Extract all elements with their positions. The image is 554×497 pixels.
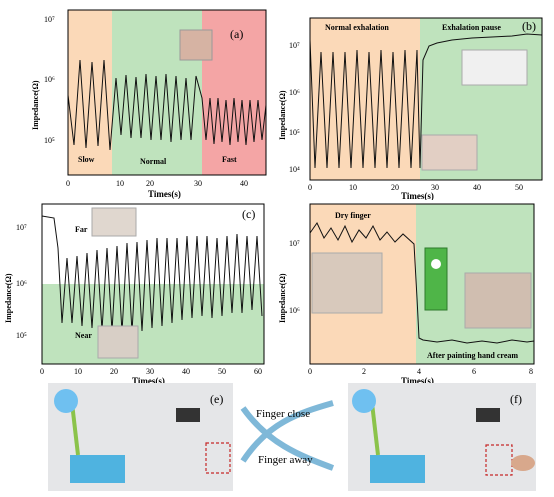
zone-near-label: Near bbox=[75, 331, 92, 340]
ytick: 10⁷ bbox=[289, 41, 300, 50]
ytick: 10⁵ bbox=[289, 128, 300, 137]
zone-normal-exhalation bbox=[310, 18, 420, 180]
arrow-close-label: Finger close bbox=[256, 408, 310, 420]
panel-e-tag: (e) bbox=[210, 392, 223, 406]
xtick: 60 bbox=[254, 367, 262, 376]
panel-c-tag: (c) bbox=[242, 207, 255, 221]
ytick: 10⁶ bbox=[44, 75, 55, 84]
panel-c-ylabel: Impedance(Ω) bbox=[4, 273, 13, 323]
panel-c-xlabel: Times(s) bbox=[132, 376, 165, 386]
xtick: 10 bbox=[349, 183, 357, 192]
inset-photo-mouth-a bbox=[179, 29, 213, 61]
inset-photo-creamed-finger bbox=[464, 272, 532, 329]
trace-c bbox=[41, 215, 263, 333]
xtick: 0 bbox=[66, 179, 70, 188]
ytick: 10⁷ bbox=[16, 223, 27, 232]
xtick: 40 bbox=[182, 367, 190, 376]
panel-a-xlabel: Times(s) bbox=[148, 189, 181, 199]
trace-b bbox=[309, 33, 543, 169]
trace-a bbox=[67, 59, 267, 151]
zone-far bbox=[42, 204, 264, 284]
panel-a-ylabel: Impedance(Ω) bbox=[31, 80, 40, 130]
inset-photo-finger-far bbox=[91, 207, 137, 237]
zone-near bbox=[42, 284, 264, 364]
panel-d-chart: Dry finger After painting hand cream 10⁷… bbox=[278, 203, 535, 386]
panel-f-tag: (f) bbox=[510, 392, 522, 406]
panel-d-ylabel: Impedance(Ω) bbox=[278, 273, 287, 323]
panel-a-chart: (a) Slow Normal Fast 10⁷ 10⁶ 10⁵ 0 10 20… bbox=[31, 9, 267, 199]
panel-a-tag: (a) bbox=[230, 27, 243, 41]
inset-photo-mouth-b1 bbox=[461, 49, 528, 86]
xtick: 20 bbox=[146, 179, 154, 188]
zone-exhalation-pause-label: Exhalation pause bbox=[442, 23, 501, 32]
ytick: 10⁶ bbox=[289, 88, 300, 97]
arrow-close bbox=[240, 400, 334, 463]
panel-b-ylabel: Impedance(Ω) bbox=[278, 90, 287, 140]
zone-normal-exhalation-label: Normal exhalation bbox=[325, 23, 389, 32]
xtick: 50 bbox=[218, 367, 226, 376]
inset-photo-finger-near bbox=[97, 325, 139, 359]
fan-base-e bbox=[70, 455, 125, 483]
ytick: 10⁴ bbox=[289, 165, 300, 174]
zone-fast-label: Fast bbox=[222, 155, 237, 164]
ytick: 10⁵ bbox=[16, 331, 27, 340]
ytick: 10⁷ bbox=[44, 15, 55, 24]
flower-icon bbox=[431, 259, 441, 269]
xtick: 10 bbox=[116, 179, 124, 188]
xtick: 30 bbox=[194, 179, 202, 188]
fan-stick-f bbox=[370, 402, 380, 456]
xtick: 10 bbox=[74, 367, 82, 376]
arrow-away-label: Finger away bbox=[258, 454, 313, 466]
fan-stick-e bbox=[70, 402, 80, 456]
circuit-board-e bbox=[176, 408, 200, 422]
dashed-highlight-e bbox=[205, 442, 231, 474]
trace-d bbox=[309, 222, 535, 344]
ytick: 10⁶ bbox=[16, 279, 27, 288]
xtick: 4 bbox=[417, 367, 421, 376]
xtick: 8 bbox=[529, 367, 533, 376]
xtick: 0 bbox=[308, 367, 312, 376]
panel-d-xlabel: Times(s) bbox=[401, 376, 434, 386]
inset-photo-dry-finger bbox=[311, 252, 383, 314]
xtick: 6 bbox=[472, 367, 476, 376]
fan-base-f bbox=[370, 455, 425, 483]
panel-ef-photos: (e) Finger close Finger away (f) bbox=[48, 383, 536, 491]
xtick: 40 bbox=[473, 183, 481, 192]
xtick: 0 bbox=[308, 183, 312, 192]
finger-f bbox=[511, 455, 535, 471]
zone-far-label: Far bbox=[75, 225, 88, 234]
zone-slow-label: Slow bbox=[78, 155, 95, 164]
zone-dry-finger-label: Dry finger bbox=[335, 211, 371, 220]
xtick: 50 bbox=[515, 183, 523, 192]
inset-photo-mouth-b2 bbox=[421, 134, 478, 171]
xtick: 2 bbox=[362, 367, 366, 376]
xtick: 0 bbox=[40, 367, 44, 376]
xtick: 30 bbox=[146, 367, 154, 376]
zone-fast bbox=[202, 10, 266, 175]
xtick: 40 bbox=[240, 179, 248, 188]
panel-c-chart: (c) Far Near 10⁷ 10⁶ 10⁵ 0 10 20 30 40 5… bbox=[4, 203, 265, 386]
xtick: 20 bbox=[110, 367, 118, 376]
ytick: 10⁷ bbox=[289, 239, 300, 248]
arrow-away bbox=[240, 406, 335, 471]
fan-icon-f bbox=[352, 389, 376, 413]
circuit-board-f bbox=[476, 408, 500, 422]
inset-photo-hand-cream-tube bbox=[424, 247, 448, 311]
panel-b-xlabel: Times(s) bbox=[401, 191, 434, 200]
panel-b-tag: (b) bbox=[522, 19, 536, 33]
zone-hand-cream-label: After painting hand cream bbox=[427, 351, 518, 360]
xtick: 20 bbox=[391, 183, 399, 192]
ytick: 10⁵ bbox=[44, 136, 55, 145]
fan-icon-e bbox=[54, 389, 78, 413]
panel-b-chart: (b) Normal exhalation Exhalation pause 1… bbox=[278, 17, 543, 200]
xtick: 30 bbox=[431, 183, 439, 192]
zone-normal-label: Normal bbox=[140, 157, 167, 166]
ytick: 10⁶ bbox=[289, 306, 300, 315]
